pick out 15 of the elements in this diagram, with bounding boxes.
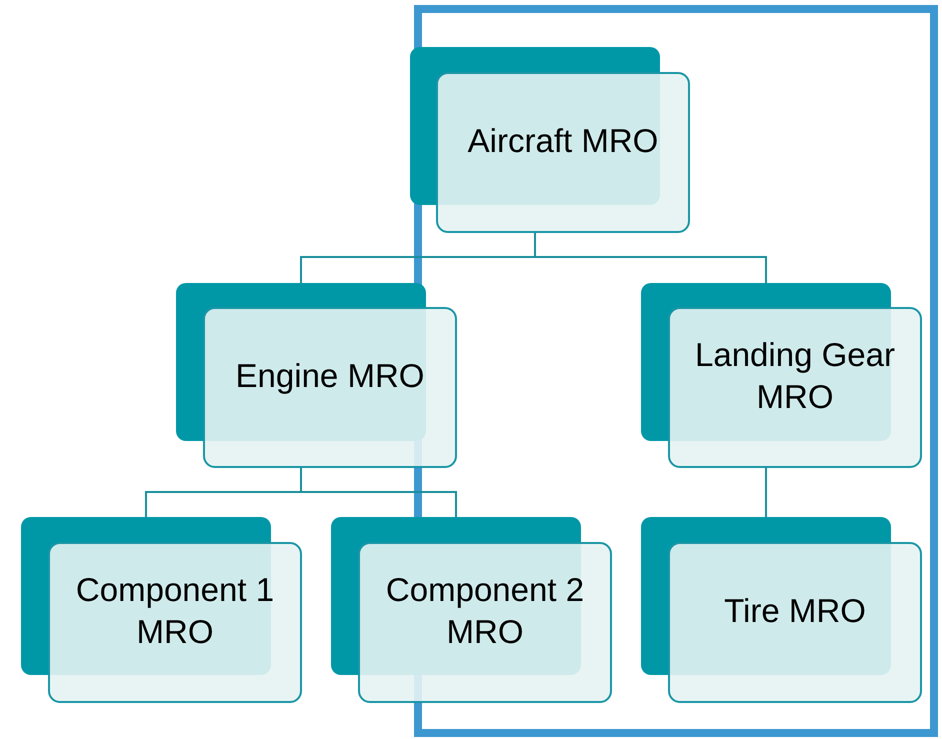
- node-label: Engine MRO: [236, 356, 424, 396]
- node-label: Component 2 MRO: [384, 570, 586, 652]
- node-label: Tire MRO: [724, 590, 866, 631]
- process-box: [668, 307, 922, 468]
- node-label: Component 1 MRO: [74, 570, 276, 652]
- connector-line: [534, 233, 767, 283]
- connector-line: [765, 468, 767, 517]
- process-box: [436, 72, 690, 233]
- process-box: [668, 542, 922, 703]
- node-label: Aircraft MRO: [468, 120, 658, 161]
- process-box: [48, 542, 302, 703]
- node-label: Landing Gear MRO: [694, 335, 896, 416]
- process-box: [203, 307, 457, 468]
- connector-line: [300, 468, 457, 517]
- process-box: [358, 542, 612, 703]
